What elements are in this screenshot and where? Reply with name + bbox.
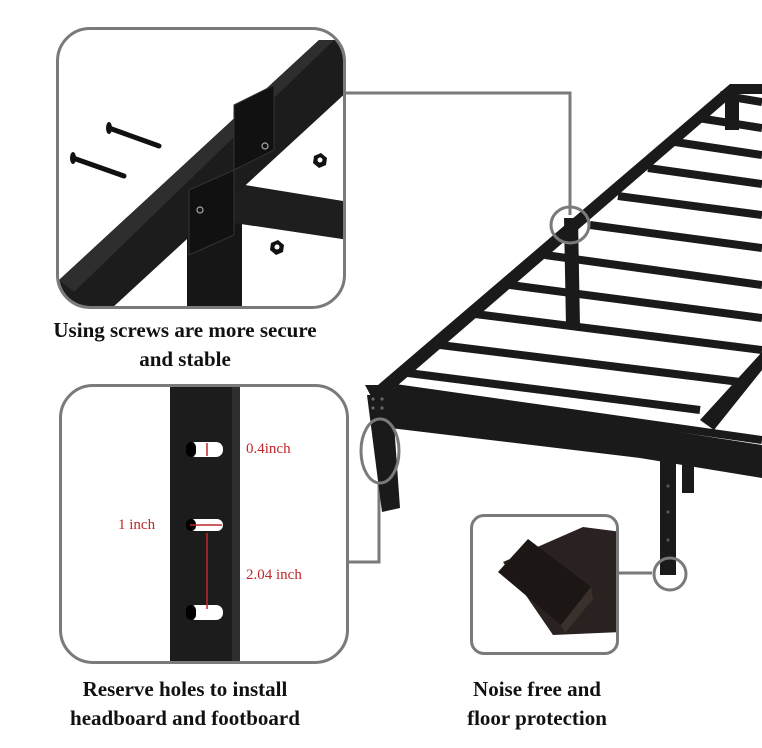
connector-line-screws bbox=[344, 91, 572, 215]
measurement-slot-width: 1 inch bbox=[118, 517, 156, 533]
leg-foot-closeup bbox=[498, 527, 616, 635]
caption-screws-line2: and stable bbox=[139, 347, 231, 371]
callout-feet-box bbox=[470, 514, 619, 655]
measurement-slot-spacing: 2.04 inch bbox=[246, 567, 302, 583]
caption-feet-line1: Noise free and bbox=[473, 677, 601, 701]
highlight-circle-feet bbox=[652, 556, 688, 592]
caption-feet: Noise free and floor protection bbox=[432, 675, 642, 733]
caption-screws-line1: Using screws are more secure bbox=[53, 318, 317, 342]
leg-holes-closeup bbox=[170, 387, 240, 661]
caption-screws: Using screws are more secure and stable bbox=[0, 316, 370, 374]
caption-holes-line2: headboard and footboard bbox=[70, 706, 300, 730]
measurement-slot-height: 0.4inch bbox=[246, 441, 291, 457]
screw-joint-closeup bbox=[59, 40, 343, 306]
connector-line-holes bbox=[346, 482, 381, 564]
callout-screws-box bbox=[56, 27, 346, 309]
highlight-circle-holes bbox=[359, 417, 401, 485]
caption-holes: Reserve holes to install headboard and f… bbox=[25, 675, 345, 733]
callout-holes-box: 0.4inch 1 inch 2.04 inch bbox=[59, 384, 349, 664]
caption-holes-line1: Reserve holes to install bbox=[82, 677, 288, 701]
highlight-circle-screws bbox=[549, 205, 591, 245]
caption-feet-line2: floor protection bbox=[467, 706, 607, 730]
